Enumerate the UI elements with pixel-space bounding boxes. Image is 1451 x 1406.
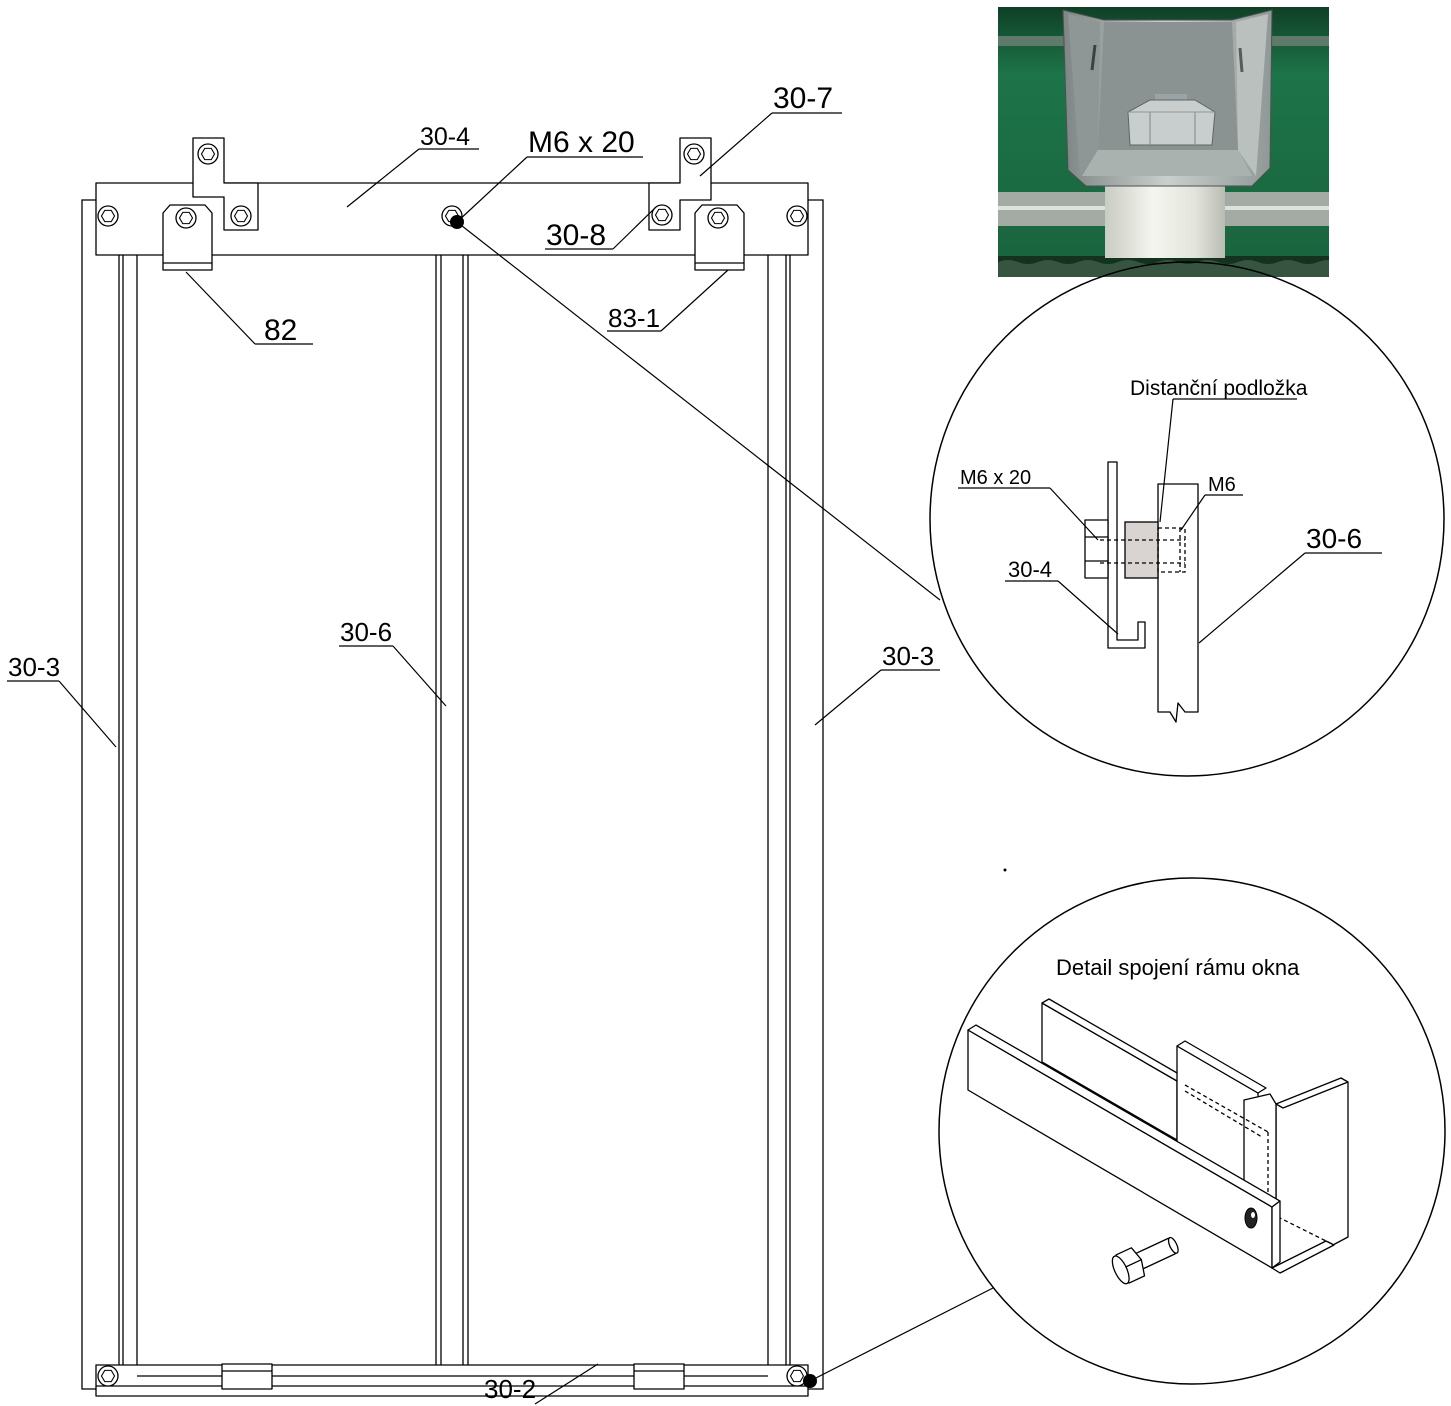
bolt-shank-hidden (1100, 539, 1185, 564)
nut-hidden (1157, 527, 1186, 573)
label-section-nut: M6 (1180, 474, 1243, 531)
stray-dot (1003, 868, 1007, 872)
label-text: 30-7 (773, 82, 833, 115)
hanger-left (162, 204, 213, 271)
bottom-rail (95, 1364, 809, 1397)
label-text: 30-2 (484, 1374, 536, 1404)
label-text: 30-8 (546, 219, 606, 252)
label-text: Distanční podložka (1130, 377, 1308, 400)
channel-back-wall (1041, 998, 1185, 1141)
joint-detail-title: Detail spojení rámu okna (1056, 955, 1300, 980)
label-text: 30-6 (1306, 523, 1362, 554)
photo-spacer (1105, 176, 1225, 258)
bolt-head (1084, 519, 1109, 579)
label-spacer: Distanční podložka (1130, 377, 1308, 523)
bolt-hole (97, 205, 119, 227)
label-text: 30-4 (420, 123, 470, 151)
label-bracket-clip: 30-8 (545, 206, 657, 252)
hanger-right (694, 204, 745, 271)
label-section-member: 30-6 (1198, 523, 1382, 644)
product-photo (998, 7, 1329, 277)
bolt-hole (683, 143, 705, 165)
bolt-hole (707, 207, 729, 229)
left-side-member (81, 199, 138, 1390)
label-center-mullion: 30-6 (339, 617, 447, 707)
bolt-hole (786, 205, 808, 227)
label-text: 83-1 (608, 303, 660, 333)
bolt-hole (97, 1365, 119, 1387)
detail-circle (929, 261, 1445, 777)
bolt-hole (230, 205, 252, 227)
spacer-washer (1124, 521, 1159, 579)
member-30-6-section (1157, 483, 1199, 723)
bottom-tab-right (633, 1363, 685, 1390)
bolt-hole (175, 207, 197, 229)
joint-detail-circle (938, 877, 1446, 1385)
label-text: M6 x 20 (528, 126, 635, 159)
channel-front-flange (967, 1024, 1335, 1274)
plate-30-4-section (1107, 461, 1146, 649)
label-upper-bracket: 30-7 (699, 82, 842, 177)
label-text: 30-3 (882, 641, 934, 671)
label-text: M6 x 20 (960, 467, 1031, 489)
bottom-tab-left (221, 1363, 273, 1390)
label-section-plate: 30-4 (1005, 557, 1119, 635)
bolt-hole (197, 143, 219, 165)
main-labels: 30-4 M6 x 20 30-7 30-8 82 83-1 (7, 82, 940, 1405)
label-right-side-member: 30-3 (814, 641, 940, 726)
bolt-iso (1111, 1236, 1179, 1285)
label-text: 30-4 (1008, 557, 1052, 582)
label-bolt: M6 x 20 (456, 126, 643, 223)
label-text: M6 (1208, 474, 1236, 496)
joint-connector-line (809, 1287, 994, 1382)
section-detail: Distanční podložka M6 x 20 M6 30-4 30-6 (456, 221, 1445, 777)
label-text: 30-3 (8, 652, 60, 682)
bolt-hole-iso (1244, 1207, 1258, 1229)
label-top-rail: 30-4 (346, 123, 479, 208)
center-mullion (435, 255, 469, 1365)
label-text: 82 (264, 314, 297, 347)
window-frame (81, 137, 824, 1397)
detail-connector-line (456, 221, 941, 601)
label-bottom-rail: 30-2 (484, 1363, 599, 1405)
label-text: 30-6 (340, 617, 392, 647)
label-hanger-right: 83-1 (607, 269, 729, 333)
label-section-bolt: M6 x 20 (958, 467, 1099, 541)
label-left-side-member: 30-3 (7, 652, 117, 748)
joint-detail: Detail spojení rámu okna (809, 877, 1446, 1385)
photo-nut (1127, 99, 1216, 146)
right-side-member (767, 199, 824, 1390)
label-hanger-left: 82 (185, 271, 313, 347)
